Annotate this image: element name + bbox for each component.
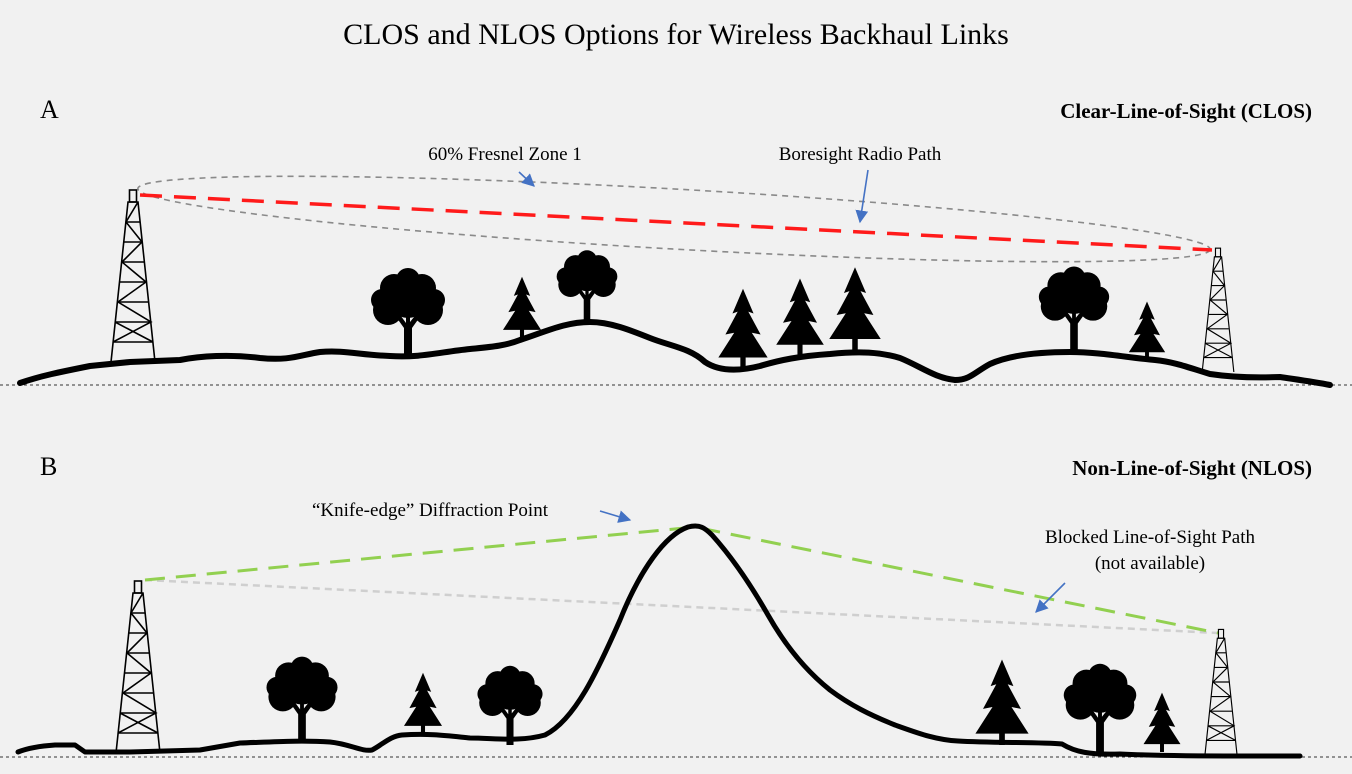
pine-b-2 xyxy=(975,659,1029,745)
fresnel-zone-ellipse xyxy=(137,175,1211,263)
tree-b-2 xyxy=(477,665,543,745)
panel-a: A Clear-Line-of-Sight (CLOS) 60% Fresnel… xyxy=(0,95,1352,388)
pine-b-1 xyxy=(403,672,443,734)
tree-b-3 xyxy=(1063,663,1137,752)
panel-b-letter: B xyxy=(40,452,57,481)
panel-b-heading: Non-Line-of-Sight (NLOS) xyxy=(1072,456,1312,480)
fresnel-arrow xyxy=(518,171,535,187)
pine-a-1 xyxy=(502,276,542,338)
boresight-radio-path xyxy=(139,193,1213,252)
tower-a-left xyxy=(110,189,156,363)
blocked-label-line2: (not available) xyxy=(1095,553,1205,574)
blocked-label-line1: Blocked Line-of-Sight Path xyxy=(1045,527,1256,548)
panel-a-heading: Clear-Line-of-Sight (CLOS) xyxy=(1060,99,1312,123)
terrain-a xyxy=(17,319,1333,388)
knife-edge-label: “Knife-edge” Diffraction Point xyxy=(312,500,549,521)
pine-a-5 xyxy=(1128,301,1166,360)
tree-b-1 xyxy=(266,656,338,743)
pine-a-3 xyxy=(776,278,824,355)
blocked-arrow xyxy=(1035,582,1066,613)
pine-b-3 xyxy=(1143,692,1181,752)
diagram-title: CLOS and NLOS Options for Wireless Backh… xyxy=(343,18,1009,51)
tower-b-right xyxy=(1204,628,1238,756)
panel-a-letter: A xyxy=(40,95,59,124)
blocked-los-path xyxy=(144,578,1219,635)
boresight-arrow xyxy=(855,169,869,224)
tree-a-2 xyxy=(556,250,618,324)
fresnel-zone-label: 60% Fresnel Zone 1 xyxy=(428,144,582,165)
terrain-b xyxy=(15,523,1303,759)
panel-b: B Non-Line-of-Sight (NLOS) “Knife-edge” … xyxy=(0,452,1352,759)
tower-b-left xyxy=(115,580,161,754)
tower-a-right xyxy=(1201,247,1235,373)
boresight-label: Boresight Radio Path xyxy=(779,144,942,165)
pine-a-2 xyxy=(718,288,768,368)
tree-a-3 xyxy=(1038,266,1110,352)
tree-a-1 xyxy=(371,268,445,358)
knife-edge-arrow xyxy=(599,510,632,523)
pine-a-4 xyxy=(829,267,881,350)
diffraction-path xyxy=(144,525,1219,635)
